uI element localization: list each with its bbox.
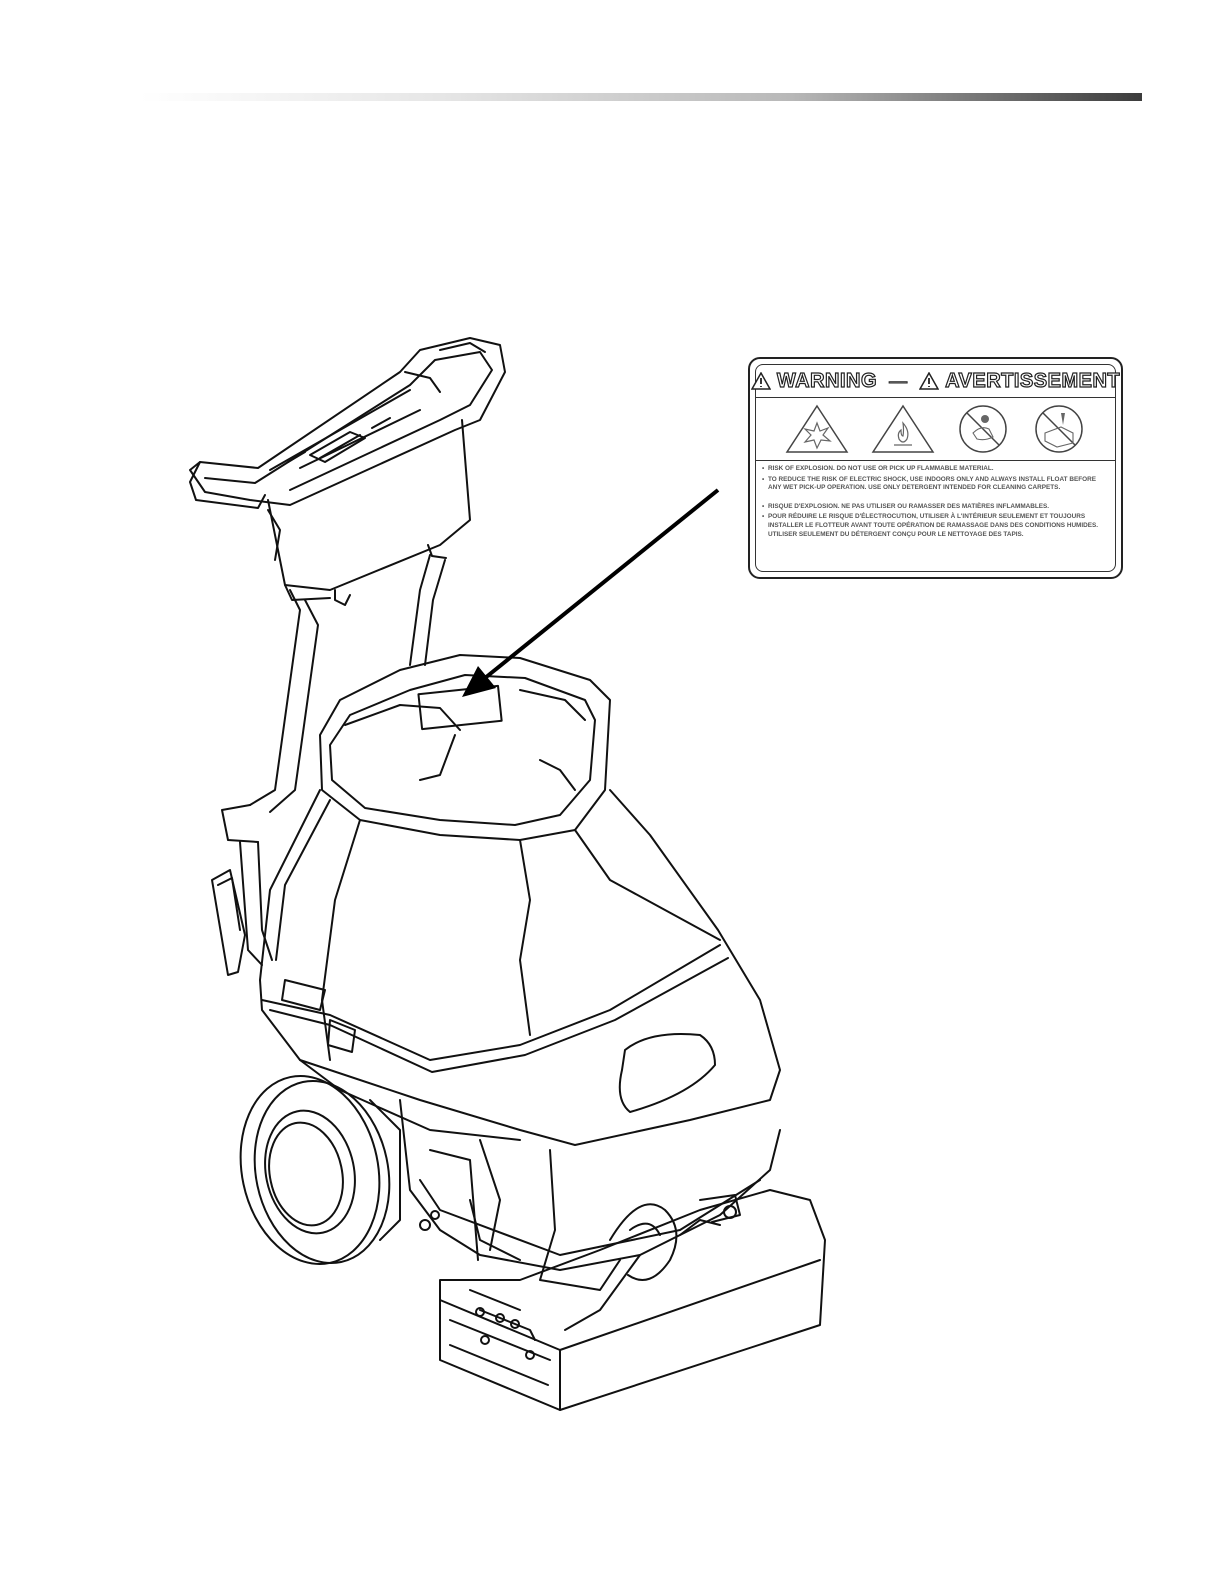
warning-label-fr: AVERTISSEMENT [944, 369, 1121, 392]
warning-label: WARNING [776, 369, 878, 392]
explosion-icon [785, 404, 849, 453]
header-gradient-rule [140, 93, 1142, 101]
warning-triangle-icon [919, 372, 940, 390]
warning-decal-text: RISK OF EXPLOSION. DO NOT USE OR PICK UP… [762, 465, 1109, 541]
warning-text-en-1: RISK OF EXPLOSION. DO NOT USE OR PICK UP… [762, 465, 1109, 474]
electric-shock-icon [959, 405, 1008, 453]
callout-arrow-line [483, 488, 720, 680]
warning-separator: — [889, 370, 908, 391]
warning-triangle-icon [750, 372, 771, 390]
flammable-icon [871, 404, 935, 453]
warning-decal: WARNING — AVERTISSEMENT [748, 357, 1123, 579]
float-install-icon [1035, 405, 1083, 453]
warning-text-fr-2: POUR RÉDUIRE LE RISQUE D'ÉLECTROCUTION, … [762, 513, 1109, 539]
warning-decal-header: WARNING — AVERTISSEMENT [750, 365, 1120, 398]
callout-arrow-head [462, 666, 496, 697]
pictogram-row [756, 398, 1115, 461]
warning-text-en-2: TO REDUCE THE RISK OF ELECTRIC SHOCK, US… [762, 476, 1109, 493]
warning-decal-frame: WARNING — AVERTISSEMENT [750, 364, 1120, 572]
warning-text-fr-1: RISQUE D'EXPLOSION. NE PAS UTILISER OU R… [762, 503, 1109, 512]
